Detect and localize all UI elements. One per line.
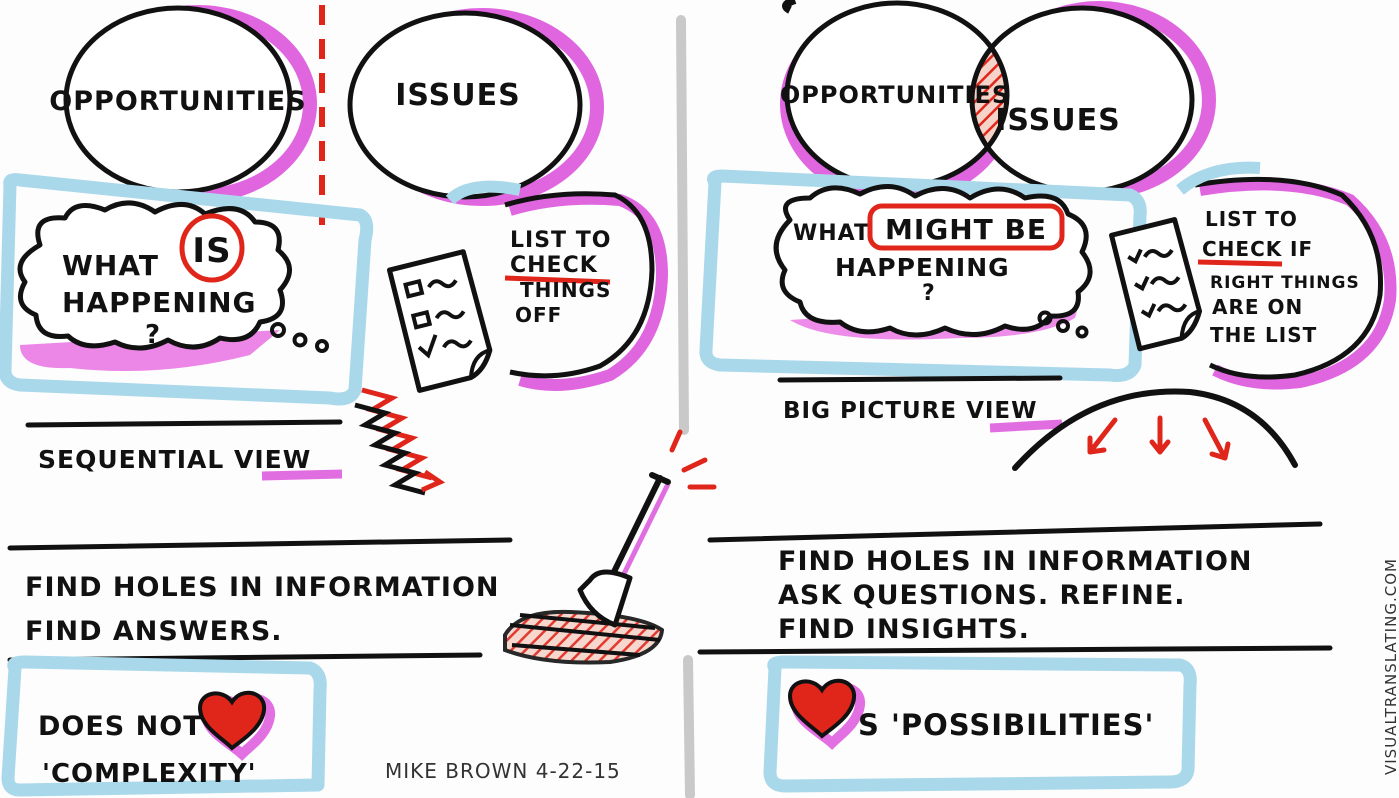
left-thought-what: WHAT <box>62 249 159 282</box>
right-list-underline <box>1197 259 1283 267</box>
big-picture-view-label: BIG PICTURE VIEW <box>783 398 1038 424</box>
right-love-box: S 'POSSIBILITIES' <box>763 655 1197 793</box>
right-caption: FIND HOLES IN INFORMATION ASK QUESTIONS.… <box>697 521 1333 655</box>
right-list-line1: LIST TO <box>1205 207 1298 231</box>
right-thought-cloud: WHAT MIGHT BE HAPPENING ? <box>773 184 1093 340</box>
left-issues-circle: ISSUES <box>347 8 604 206</box>
right-heart-icon <box>787 678 857 739</box>
right-list-check: CHECK <box>1202 237 1283 261</box>
big-picture-view: BIG PICTURE VIEW <box>777 375 1298 471</box>
right-checklist-bubble: LIST TO CHECK IF RIGHT THINGS ARE ON THE… <box>1176 161 1397 390</box>
right-caption-line1: FIND HOLES IN INFORMATION <box>778 546 1253 577</box>
left-caption: FIND HOLES IN INFORMATION FIND ANSWERS. <box>7 537 513 663</box>
left-list-line3: THINGS <box>520 278 611 302</box>
left-thought-question: ? <box>145 320 161 350</box>
left-list-line4: OFF <box>515 303 562 327</box>
right-venn-diagram: OPPORTUNITIES ISSUES <box>780 0 1216 203</box>
left-list-line2: CHECK <box>510 253 598 278</box>
right-list-if: IF <box>1290 237 1313 261</box>
right-list-line5: THE LIST <box>1210 323 1317 347</box>
right-panel: OPPORTUNITIES ISSUES WHAT MIGHT BE HAPPE… <box>697 0 1397 793</box>
left-love-box: DOES NOT 'COMPLEXITY' <box>1 655 327 797</box>
right-issues-label: ISSUES <box>995 103 1121 138</box>
top-mark <box>782 0 797 14</box>
right-might-be-box <box>867 203 1065 251</box>
left-blue-frame <box>0 173 374 406</box>
right-thought-might-be: MIGHT BE <box>885 213 1047 246</box>
left-panel: OPPORTUNITIES ISSUES WHAT IS HAPPENING ? <box>0 5 717 797</box>
left-caption-line2: FIND ANSWERS. <box>25 616 283 647</box>
right-list-line4: ARE ON <box>1212 295 1303 319</box>
right-love-text: S 'POSSIBILITIES' <box>858 708 1154 742</box>
right-caption-line2: ASK QUESTIONS. REFINE. <box>778 580 1186 611</box>
checklist-paper-icon <box>386 249 493 393</box>
left-thought-is: IS <box>192 231 231 271</box>
left-opportunities-label: OPPORTUNITIES <box>49 86 306 117</box>
right-thought-what: WHAT <box>793 221 870 246</box>
left-caption-line1: FIND HOLES IN INFORMATION <box>25 572 500 603</box>
right-thought-happening: HAPPENING <box>835 253 1010 282</box>
shovel-icon <box>503 429 717 665</box>
left-thought-happening: HAPPENING <box>62 286 257 319</box>
right-checklist-paper-icon <box>1109 217 1203 352</box>
sequential-view-label: SEQUENTIAL VIEW <box>38 445 311 474</box>
sequential-view: SEQUENTIAL VIEW <box>25 387 446 496</box>
watermark: VISUALTRANSLATING.COM <box>1382 558 1399 775</box>
left-opportunities-circle: OPPORTUNITIES <box>49 5 317 203</box>
left-checklist-bubble: LIST TO CHECK THINGS OFF <box>445 180 669 391</box>
signature: MIKE BROWN 4-22-15 <box>385 759 621 783</box>
center-divider <box>676 15 695 798</box>
left-is-highlight-circle <box>179 213 245 283</box>
left-list-underline <box>504 275 611 285</box>
left-love-line1: DOES NOT <box>38 711 203 742</box>
right-opportunities-label: OPPORTUNITIES <box>780 81 1010 109</box>
right-blue-frame <box>699 169 1147 382</box>
left-love-line2: 'COMPLEXITY' <box>42 759 257 789</box>
right-list-line3: RIGHT THINGS <box>1210 273 1360 293</box>
left-heart-icon <box>197 690 267 751</box>
right-thought-question: ? <box>922 281 936 306</box>
left-issues-label: ISSUES <box>395 78 521 113</box>
right-caption-line3: FIND INSIGHTS. <box>778 614 1030 645</box>
left-list-line1: LIST TO <box>510 228 611 253</box>
left-thought-cloud: WHAT IS HAPPENING ? <box>17 200 329 372</box>
